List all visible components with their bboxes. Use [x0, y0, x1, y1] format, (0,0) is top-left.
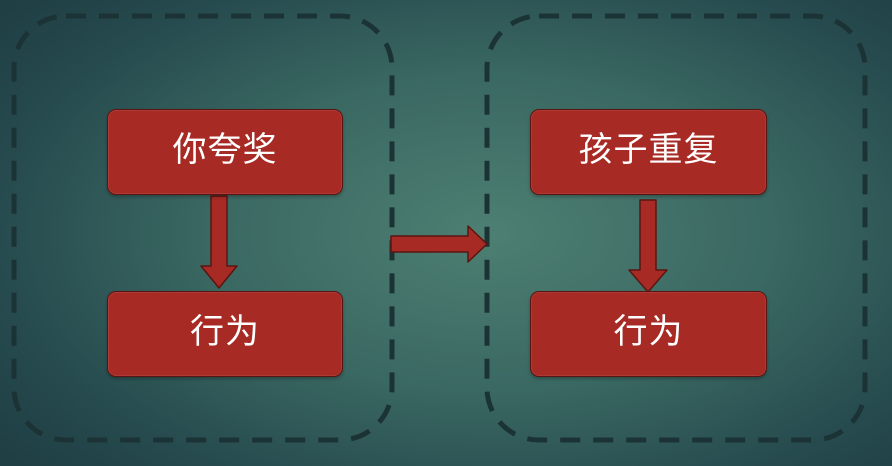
- right-behavior-box: 行为: [530, 291, 767, 377]
- praise-box-label: 你夸奖: [172, 130, 278, 170]
- right-down-arrow: [628, 199, 668, 293]
- right-arrow: [390, 225, 488, 263]
- praise-box: 你夸奖: [107, 109, 343, 195]
- left-behavior-box: 行为: [107, 291, 343, 377]
- child-repeat-box: 孩子重复: [530, 109, 767, 195]
- left-group-frame: [11, 13, 395, 443]
- child-repeat-box-label: 孩子重复: [578, 130, 719, 170]
- left-behavior-box-label: 行为: [190, 312, 260, 352]
- right-behavior-box-label: 行为: [613, 312, 684, 352]
- left-down-arrow: [200, 195, 238, 289]
- right-group-frame: [484, 13, 868, 443]
